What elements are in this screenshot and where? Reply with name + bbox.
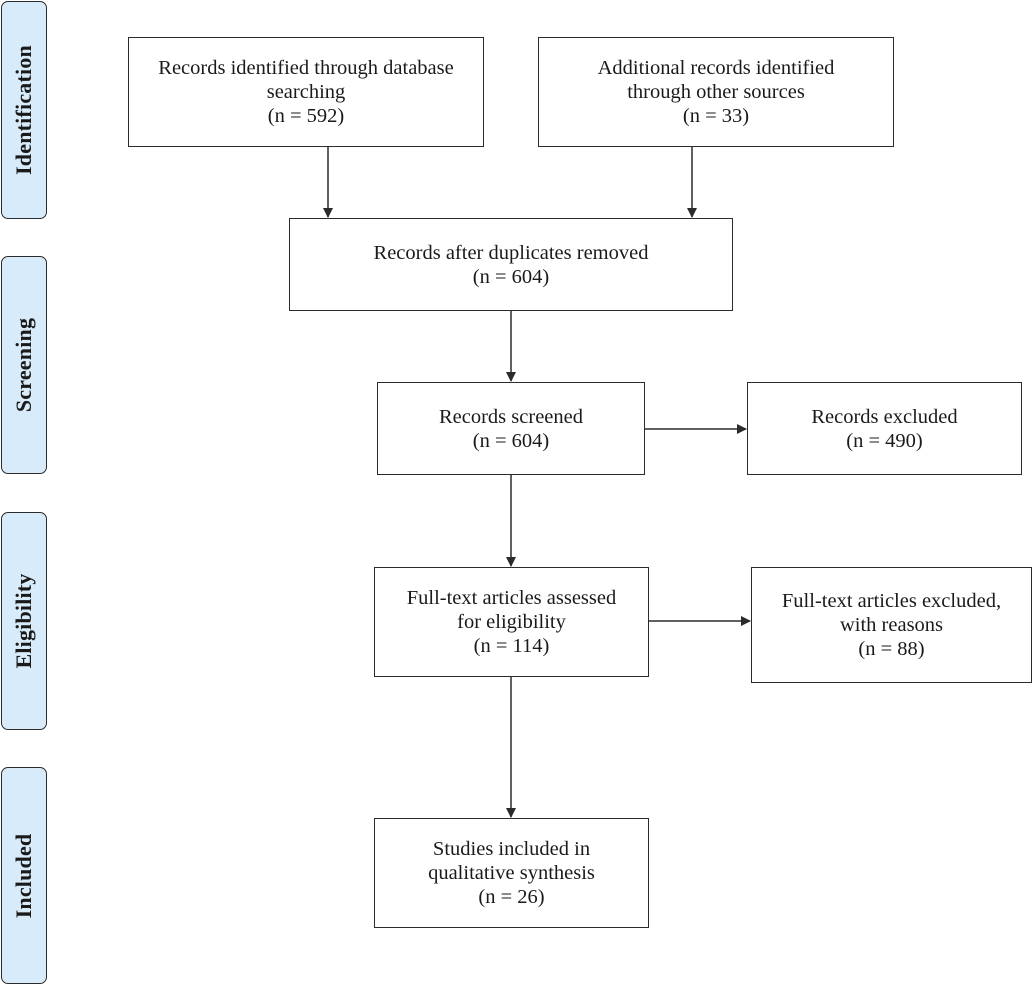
box-database-records: Records identified through database sear… — [128, 37, 484, 147]
box-other-records-count: (n = 33) — [682, 105, 750, 127]
box-other-records-line-2: through other sources — [627, 81, 805, 103]
box-other-records-line-1: Additional records identified — [597, 57, 835, 79]
box-other-records: Additional records identified through ot… — [538, 37, 894, 147]
box-fulltext-assessed-line-2: for eligibility — [457, 611, 566, 633]
box-included-studies-line-2: qualitative synthesis — [428, 862, 595, 884]
box-records-screened: Records screened (n = 604) — [377, 382, 645, 475]
box-fulltext-excluded-line-1: Full-text articles excluded, — [781, 590, 1002, 612]
box-after-duplicates: Records after duplicates removed (n = 60… — [289, 218, 733, 311]
box-fulltext-excluded: Full-text articles excluded, with reason… — [751, 567, 1032, 683]
stage-tab-eligibility: Eligibility — [1, 512, 47, 730]
box-after-duplicates-line-1: Records after duplicates removed — [373, 241, 649, 264]
stage-tab-identification: Identification — [1, 1, 47, 219]
box-records-screened-count: (n = 604) — [472, 429, 550, 452]
box-fulltext-assessed-line-1: Full-text articles assessed — [406, 587, 617, 609]
box-after-duplicates-count: (n = 604) — [472, 265, 550, 288]
box-included-studies: Studies included in qualitative synthesi… — [374, 818, 649, 928]
box-records-excluded-line-1: Records excluded — [811, 405, 958, 428]
box-fulltext-excluded-count: (n = 88) — [858, 638, 925, 660]
box-records-excluded: Records excluded (n = 490) — [747, 382, 1022, 475]
box-database-records-line-2: searching — [266, 81, 346, 103]
box-included-studies-line-1: Studies included in — [432, 838, 591, 860]
box-included-studies-count: (n = 26) — [478, 886, 545, 908]
box-fulltext-assessed: Full-text articles assessed for eligibil… — [374, 567, 649, 677]
box-database-records-line-1: Records identified through database — [158, 57, 454, 79]
box-records-excluded-count: (n = 490) — [846, 429, 923, 452]
box-records-screened-line-1: Records screened — [438, 405, 583, 428]
box-database-records-count: (n = 592) — [267, 105, 345, 127]
box-fulltext-assessed-count: (n = 114) — [473, 635, 550, 657]
stage-tab-included: Included — [1, 767, 47, 984]
box-fulltext-excluded-line-2: with reasons — [839, 614, 944, 636]
stage-tab-screening: Screening — [1, 256, 47, 474]
